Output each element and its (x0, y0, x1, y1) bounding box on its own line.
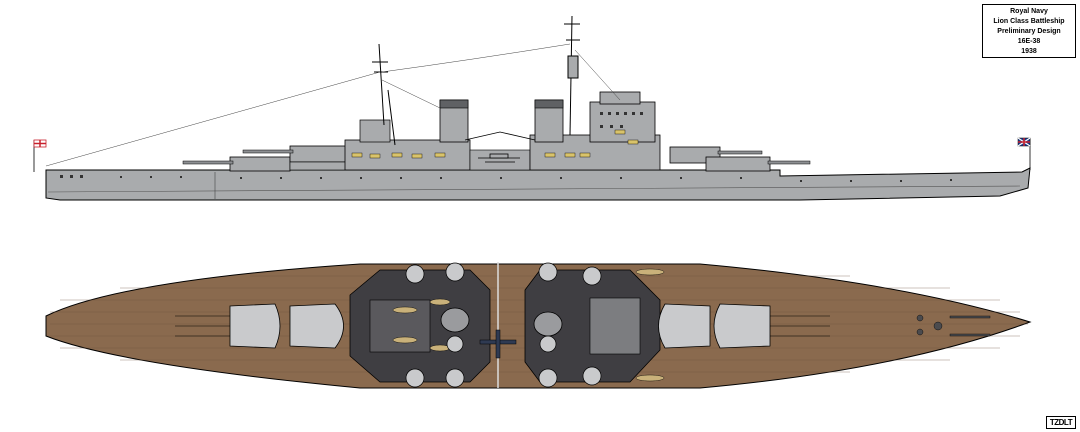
title-design: Preliminary Design (997, 28, 1061, 35)
plan-aft-main-turrets (175, 303, 344, 349)
side-waterline (47, 185, 1021, 193)
plan-bow-fittings (916, 314, 991, 337)
title-year: 1938 (1021, 48, 1037, 55)
plan-forward-main-turrets (658, 303, 830, 349)
side-seaplane (478, 153, 520, 163)
plan-secondary-turrets (405, 262, 602, 388)
title-block: Royal Navy Lion Class Battleship Prelimi… (982, 4, 1076, 58)
side-aft-turrets (182, 145, 349, 172)
title-class: Lion Class Battleship (993, 18, 1065, 25)
artist-signature: TZDLT (1046, 416, 1076, 429)
side-profile-view (33, 15, 1031, 201)
side-portholes (60, 175, 952, 182)
side-rigging (45, 43, 621, 167)
side-hull (45, 167, 1031, 201)
plan-funnel-aft (440, 307, 470, 333)
side-crane (464, 131, 536, 141)
plan-seaplane (479, 329, 517, 359)
plan-view (45, 262, 1032, 389)
side-masts (372, 15, 580, 146)
side-forward-turrets (669, 146, 811, 172)
plan-boats (392, 268, 665, 382)
side-superstructure (344, 91, 661, 171)
plan-funnel-forward (533, 311, 563, 337)
title-designation: 16E-38 (1017, 38, 1041, 45)
title-navy: Royal Navy (1010, 8, 1048, 15)
